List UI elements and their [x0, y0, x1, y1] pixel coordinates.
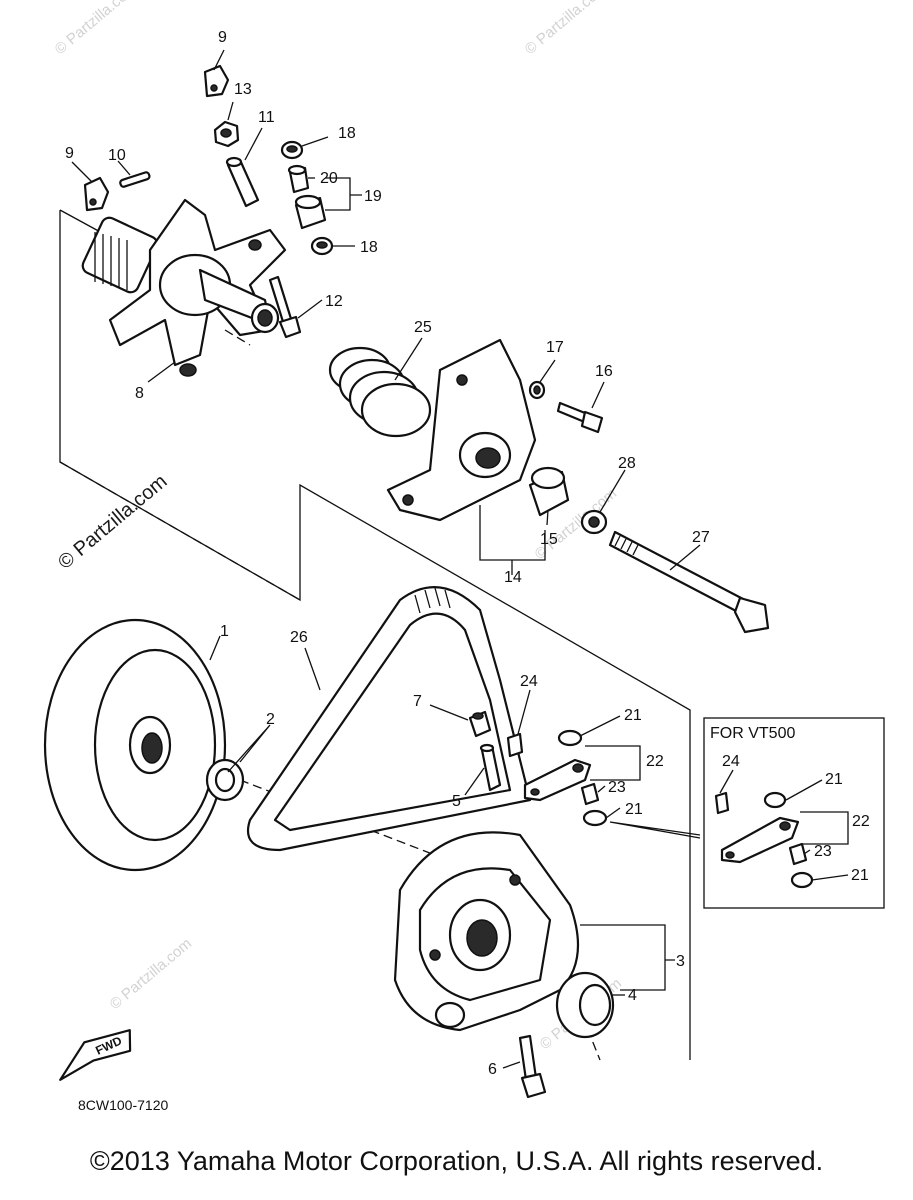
- callout-23: 23: [814, 843, 832, 860]
- shaft-part-11: [225, 156, 260, 208]
- callout-4: 4: [628, 987, 637, 1004]
- leader-lines: [71, 49, 849, 1069]
- callout-27: 27: [692, 529, 710, 546]
- callout-24: 24: [520, 673, 538, 690]
- collar-part-23: [580, 782, 600, 806]
- washer-part-21-inset: [790, 871, 814, 889]
- callout-9: 9: [218, 29, 227, 46]
- callout-8: 8: [135, 385, 144, 402]
- bushing-part-19: [294, 194, 327, 230]
- bolt-part-16: [556, 401, 604, 434]
- callout-2: 2: [266, 711, 275, 728]
- washer-part-17: [528, 380, 546, 400]
- spring-part-25: [328, 346, 432, 438]
- watermark: © Partzilla.com: [522, 0, 610, 58]
- callout-12: 12: [325, 293, 343, 310]
- inset-pointer: [609, 821, 701, 839]
- callout-1: 1: [220, 623, 229, 640]
- pin-part-24: [506, 732, 524, 758]
- callout-21: 21: [851, 867, 869, 884]
- callout-24: 24: [722, 753, 740, 770]
- collar-part-20: [287, 164, 310, 194]
- callout-10: 10: [108, 147, 126, 164]
- callout-13: 13: [234, 81, 252, 98]
- collar-part-2: [205, 758, 245, 802]
- oil-seal-part-4: [555, 971, 615, 1039]
- vt500-inset-box: [703, 717, 885, 909]
- callout-17: 17: [546, 339, 564, 356]
- callout-25: 25: [414, 319, 432, 336]
- washer-part-18: [310, 236, 334, 256]
- watermark: © Partzilla.com: [107, 935, 195, 1013]
- watermark: © Partzilla.com: [52, 0, 140, 58]
- callout-26: 26: [290, 629, 308, 646]
- drive-belt-part-26: [247, 586, 532, 852]
- washer-part-21-inset: [763, 791, 787, 809]
- washer-part-28: [580, 509, 608, 535]
- fixed-sheave-part-1: [43, 618, 227, 872]
- callout-20: 20: [320, 170, 338, 187]
- callout-14: 14: [504, 569, 522, 586]
- callout-15: 15: [540, 531, 558, 548]
- copyright-notice: ©2013 Yamaha Motor Corporation, U.S.A. A…: [89, 1146, 824, 1176]
- washer-part-21: [557, 729, 583, 747]
- assembly-frame-line: [59, 210, 691, 1060]
- weight-block-part-9: [83, 176, 110, 212]
- callout-28: 28: [618, 455, 636, 472]
- bushing-part-15: [528, 466, 570, 517]
- callout-5: 5: [452, 793, 461, 810]
- weight-block-part-9: [203, 64, 230, 98]
- pin-part-10: [119, 171, 151, 188]
- callout-7: 7: [413, 693, 422, 710]
- callout-18: 18: [338, 125, 356, 142]
- sliding-sheave-part-3: [393, 831, 580, 1032]
- forward-arrow: FWD: [59, 1029, 132, 1081]
- callout-22: 22: [646, 753, 664, 770]
- collar-part-23-inset: [788, 842, 808, 866]
- nut-part-13: [213, 120, 240, 148]
- partzilla-watermark: © Partzilla.com: [54, 470, 171, 573]
- screw-part-7: [468, 710, 492, 738]
- callout-3: 3: [676, 953, 685, 970]
- spring-seat-plate-part-14: [386, 338, 537, 522]
- bolt-part-12: [268, 275, 302, 339]
- roller-arm-part-22-inset: [720, 816, 800, 864]
- primary-spider-part-8: [81, 198, 287, 377]
- pin-part-5: [479, 743, 502, 792]
- washer-part-21: [582, 809, 608, 827]
- washer-part-18: [280, 140, 304, 160]
- callout-22: 22: [852, 813, 870, 830]
- roller-arm-part-22: [523, 758, 592, 802]
- callout-11: 11: [258, 109, 275, 126]
- bolt-part-6: [518, 1034, 547, 1099]
- callouts: 9 13 11 18 9 10 20 19 18 12 8 25 17 16 2…: [65, 29, 870, 1078]
- bolt-part-27: [608, 530, 770, 634]
- callout-9: 9: [65, 145, 74, 162]
- callout-6: 6: [488, 1061, 497, 1078]
- callout-21: 21: [825, 771, 843, 788]
- callout-19: 19: [364, 188, 382, 205]
- pin-part-24-inset: [714, 791, 730, 815]
- diagram-code: 8CW100-7120: [78, 1097, 168, 1113]
- assembly-axis-dash: [59, 461, 301, 601]
- inset-title: FOR VT500: [710, 725, 795, 742]
- callout-16: 16: [595, 363, 613, 380]
- callout-21: 21: [625, 801, 643, 818]
- callout-21: 21: [624, 707, 642, 724]
- callout-23: 23: [608, 779, 626, 796]
- callout-18: 18: [360, 239, 378, 256]
